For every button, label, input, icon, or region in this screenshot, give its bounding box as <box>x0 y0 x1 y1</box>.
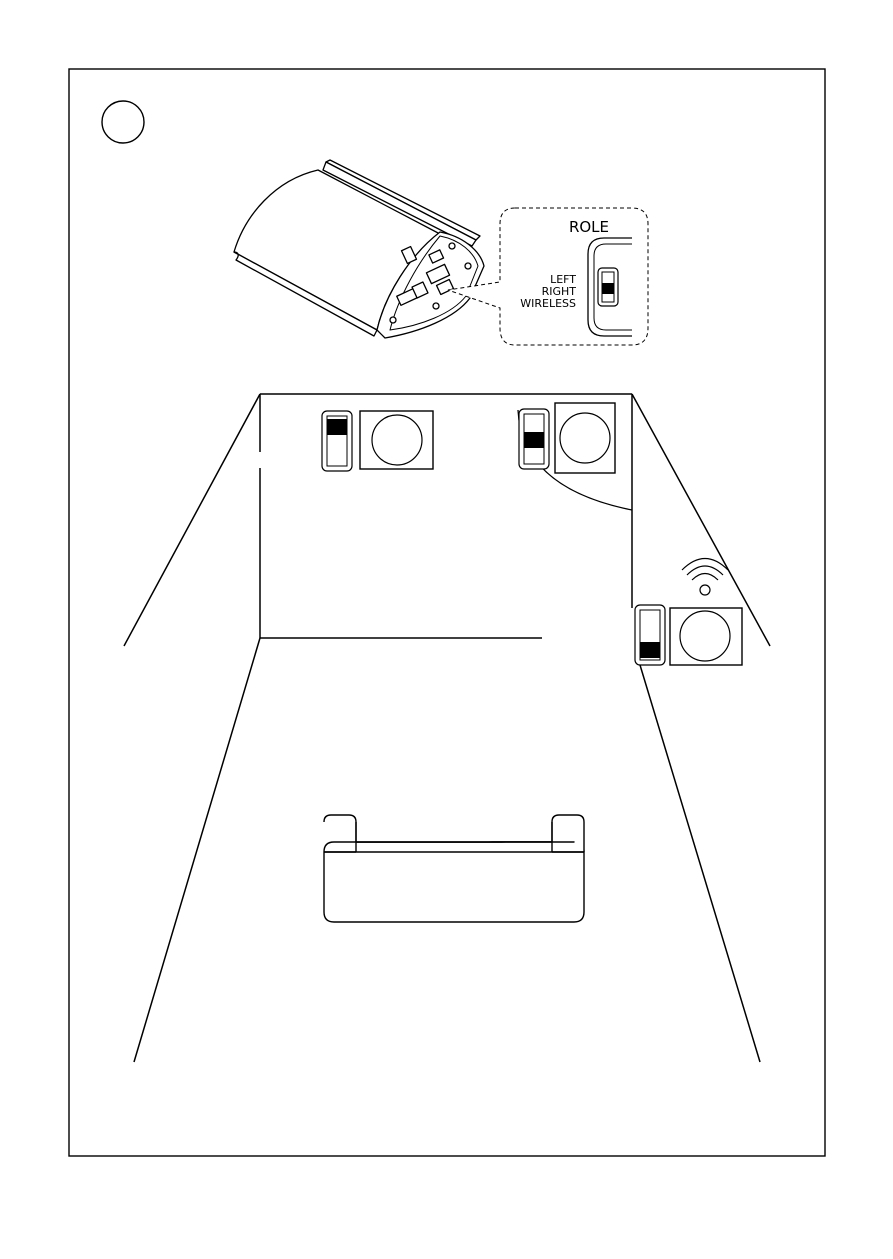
switch-knob-front-right <box>524 432 544 448</box>
step-circle <box>102 101 144 143</box>
sofa <box>324 815 584 922</box>
role-title: ROLE <box>569 218 609 236</box>
speaker-front-right <box>519 403 615 473</box>
switch-knob-side-wireless <box>640 642 660 658</box>
wireless-signal-icon <box>682 559 728 596</box>
speaker-front-left <box>322 411 433 471</box>
position-label-wireless: WIRELESS <box>520 297 576 310</box>
callout-switch-knob <box>602 283 614 294</box>
speaker-device-illustration <box>234 160 484 338</box>
room-outline <box>124 394 770 1062</box>
speaker-side-wireless <box>635 559 742 666</box>
switch-knob-front-left <box>327 419 347 435</box>
